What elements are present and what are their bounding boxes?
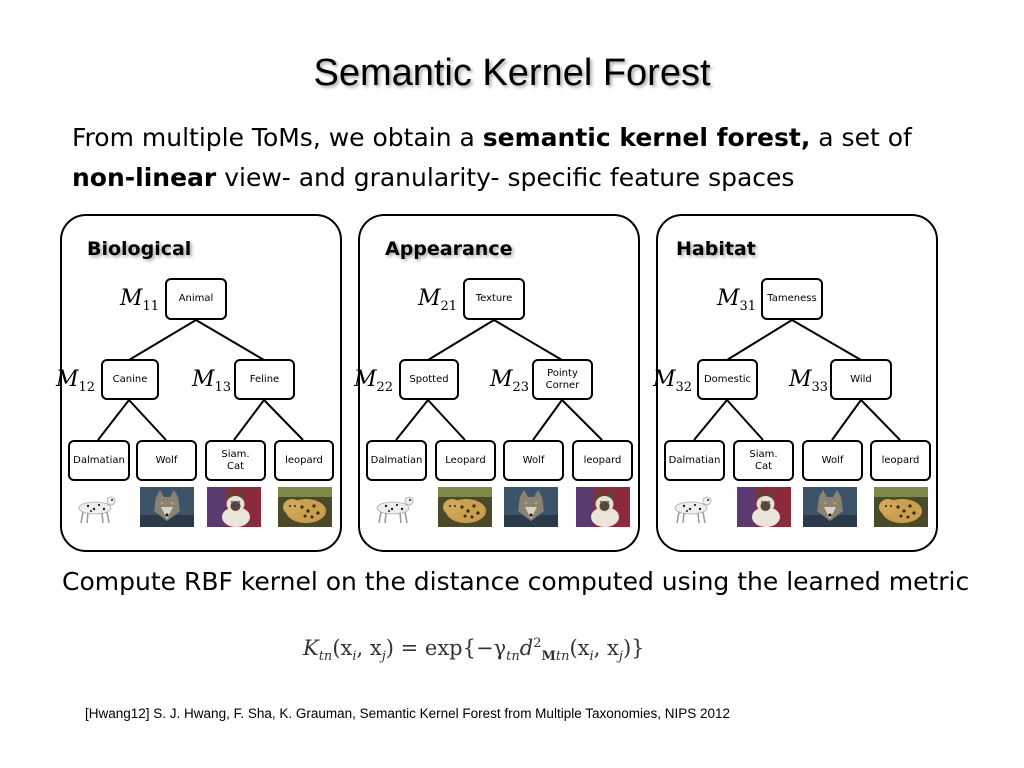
slide-title: Semantic Kernel Forest [313,52,711,94]
edge [860,399,901,441]
edge [128,399,167,441]
node-leaf-siamese-cat: Siam. Cat [733,440,794,481]
intro-part-3: view- and granularity- specific feature … [216,163,795,192]
edge [726,399,764,441]
node-leaf-dalmatian: Dalmatian [68,440,130,481]
wolf-image [140,487,194,527]
siamese-cat-image [576,487,630,527]
edge [493,319,563,361]
dalmatian-image [70,487,124,527]
panel-label-appearance: Appearance [385,238,513,260]
node-leaf-dalmatian: Dalmatian [664,440,725,481]
node-domestic: Domestic [697,359,758,400]
dalmatian-image [368,487,422,527]
siamese-cat-image [737,487,791,527]
metric-label-m33: M33 [789,367,829,396]
panel-label-biological: Biological [87,238,192,260]
edge [427,399,466,441]
edge [831,399,862,441]
metric-label-m23: M23 [490,367,530,396]
intro-bold-2: non-linear [72,163,217,192]
dalmatian-image [666,487,720,527]
node-leaf-leopard: leopard [572,440,633,481]
node-feline: Feline [234,359,295,400]
rbf-formula: Ktn(xi, xj) = exp{−γtnd2Mtn(xi, xj)} [303,636,645,665]
metric-label-m32: M32 [653,367,693,396]
edge [427,319,495,361]
node-leaf-leopard: leopard [870,440,931,481]
panel-habitat [656,214,938,552]
siamese-cat-image [207,487,261,527]
node-leaf-leopard: Leopard [435,440,496,481]
node-leaf-siamese-cat: Siam. Cat [205,440,266,481]
leopard-image [438,487,492,527]
metric-label-m11: M11 [120,286,160,315]
node-wild: Wild [830,359,892,400]
metric-label-m22: M22 [354,367,394,396]
panel-biological [60,214,342,552]
node-leaf-wolf: Wolf [136,440,197,481]
edge [791,319,862,361]
node-pointy-corner: Pointy Corner [532,359,593,400]
edge [97,399,130,441]
edge [395,399,429,441]
node-leaf-wolf: Wolf [503,440,564,481]
edge [532,399,563,441]
leopard-image [278,487,332,527]
node-spotted: Spotted [399,359,459,400]
wolf-image [803,487,857,527]
intro-text: From multiple ToMs, we obtain a semantic… [72,118,992,198]
metric-label-m13: M13 [192,367,232,396]
rbf-kernel-text: Compute RBF kernel on the distance compu… [62,567,970,596]
metric-label-m21: M21 [418,286,458,315]
panel-appearance [358,214,640,552]
edge [561,399,603,441]
intro-part-2: a set of [810,123,912,152]
node-leaf-leopard: leopard [274,440,334,481]
wolf-image [504,487,558,527]
edge [693,399,728,441]
intro-bold-1: semantic kernel forest, [482,123,811,152]
node-leaf-dalmatian: Dalmatian [366,440,427,481]
edge [263,399,304,441]
node-root-appearance: Texture [463,278,525,320]
node-root-biological: Animal [165,278,227,320]
edge [233,399,265,441]
panel-label-habitat: Habitat [676,238,756,260]
metric-label-m31: M31 [717,286,757,315]
leopard-image [874,487,928,527]
edge [195,319,265,361]
edge [726,319,793,361]
edge [128,319,197,361]
node-canine: Canine [101,359,159,400]
node-leaf-wolf: Wolf [802,440,863,481]
node-root-habitat: Tameness [761,278,823,320]
metric-label-m12: M12 [56,367,96,396]
intro-part-1: From multiple ToMs, we obtain a [72,123,483,152]
citation: [Hwang12] S. J. Hwang, F. Sha, K. Grauma… [85,706,731,721]
